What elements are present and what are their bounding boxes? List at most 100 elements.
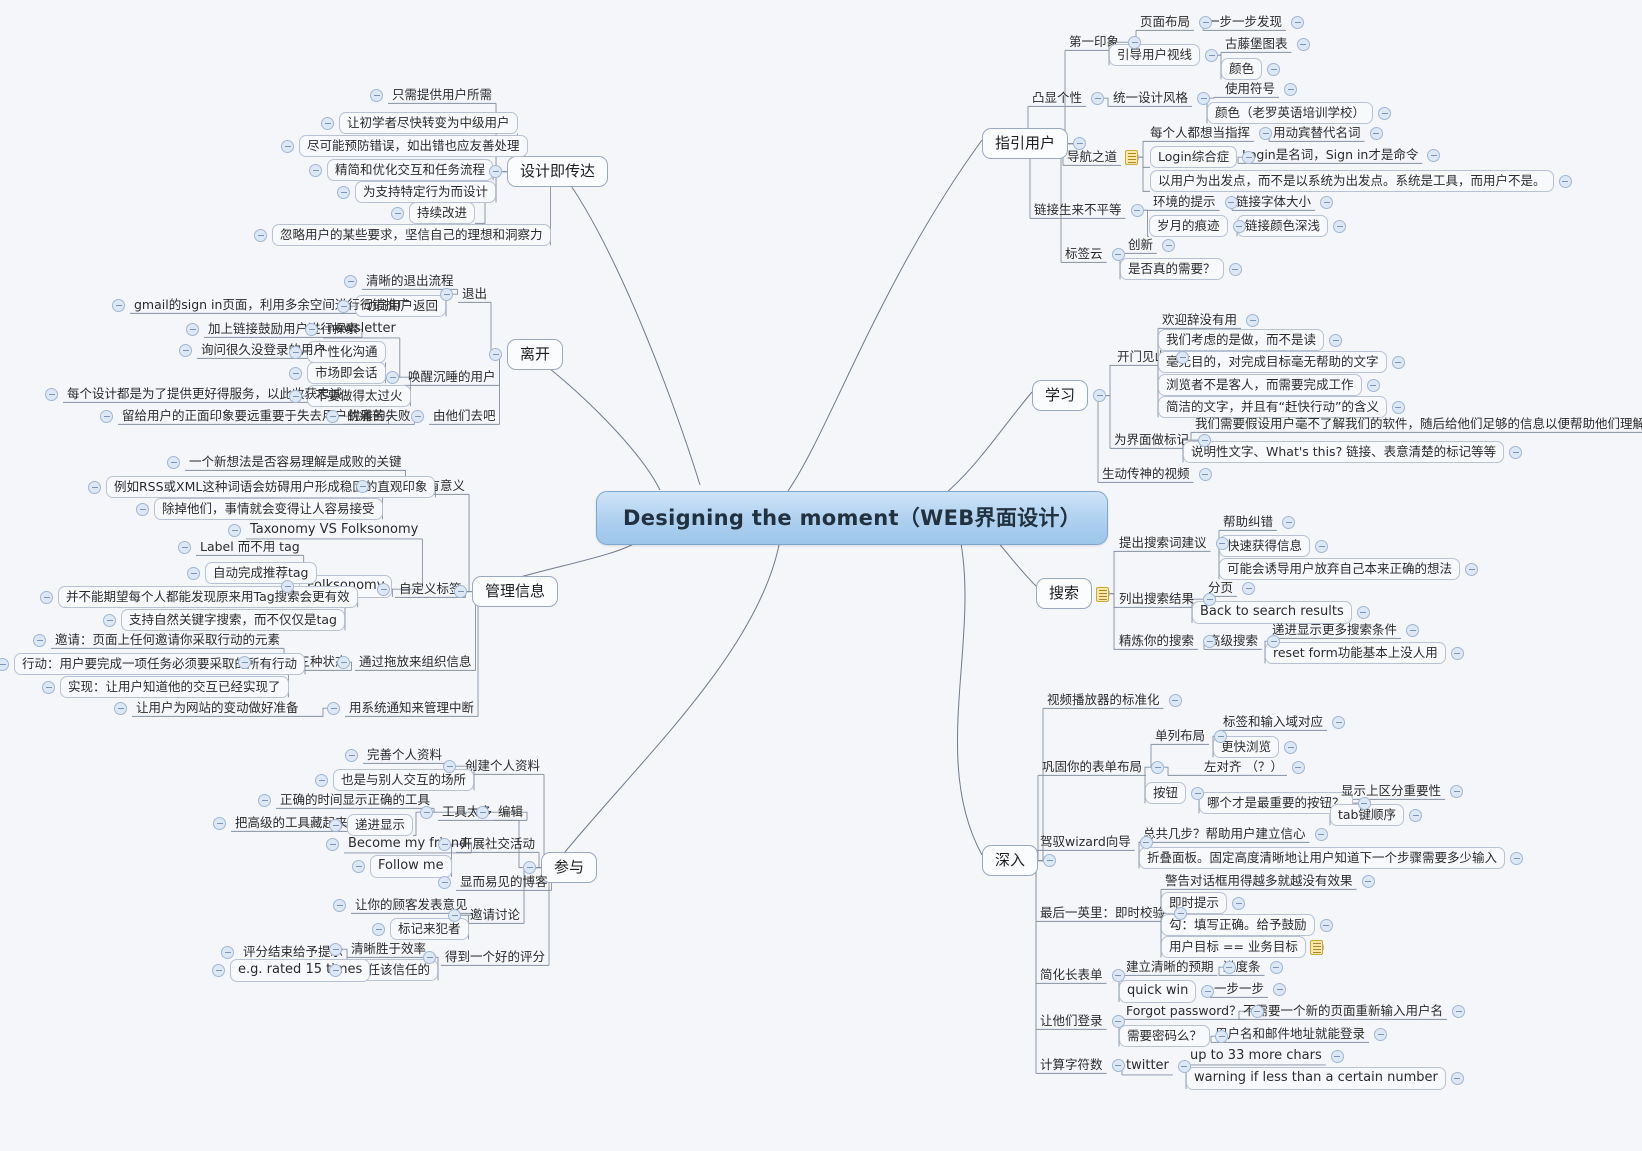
collapse-toggle-icon[interactable] [1111, 1014, 1125, 1028]
node-diyiyinxiang[interactable]: 第一印象 [1069, 34, 1120, 49]
node-zidongwanchengtuijiantag[interactable]: 自动完成推荐tag [205, 562, 317, 585]
node-biaojilaifanzhe[interactable]: 标记来犯者 [390, 918, 469, 941]
node-buxuyaoxindeyemian[interactable]: 不需要一个新的页面重新输入用户名 [1243, 1003, 1444, 1018]
node-tuxiangexing[interactable]: 凸显个性 [1032, 90, 1083, 105]
node-jianhuachangbiaodan[interactable]: 简化长表单 [1040, 967, 1103, 982]
node-rangyonghuweiwangzhan[interactable]: 让用户为网站的变动做好准备 [136, 700, 299, 715]
collapse-toggle-icon[interactable] [1284, 740, 1298, 754]
collapse-toggle-icon[interactable] [327, 701, 340, 715]
node-jiayuwizard[interactable]: 驾驭wizard向导 [1040, 834, 1131, 849]
node-pingfenjieshugeiyutishi[interactable]: 评分结束给予提示 [243, 944, 344, 959]
node-lianjieyansheshenqian[interactable]: 链接颜色深浅 [1237, 215, 1329, 238]
collapse-toggle-icon[interactable] [345, 748, 358, 762]
collapse-toggle-icon[interactable] [1201, 984, 1215, 998]
collapse-toggle-icon[interactable] [333, 898, 346, 912]
collapse-toggle-icon[interactable] [489, 165, 502, 179]
node-gengkuailiulan[interactable]: 更快浏览 [1213, 736, 1280, 759]
collapse-toggle-icon[interactable] [289, 389, 302, 403]
node-jiashanglianjie[interactable]: 加上链接鼓励用户进行探索 [208, 321, 359, 336]
collapse-toggle-icon[interactable] [281, 579, 294, 593]
collapse-toggle-icon[interactable] [254, 228, 267, 242]
node-kuaisuhuodexinxi[interactable]: 快速获得信息 [1219, 535, 1311, 558]
collapse-toggle-icon[interactable] [289, 366, 302, 380]
collapse-toggle-icon[interactable] [1162, 238, 1176, 252]
node-xianshishangqu[interactable]: 显示上区分重要性 [1341, 783, 1442, 798]
node-resetform[interactable]: reset form功能基本上没人用 [1265, 642, 1446, 665]
collapse-toggle-icon[interactable] [1191, 786, 1205, 800]
collapse-toggle-icon[interactable] [329, 963, 342, 977]
collapse-toggle-icon[interactable] [1151, 760, 1165, 774]
node-yonghumubiao[interactable]: 用户目标 == 业务目标 [1161, 936, 1306, 959]
collapse-toggle-icon[interactable] [1222, 960, 1236, 974]
collapse-toggle-icon[interactable] [344, 274, 357, 288]
collapse-toggle-icon[interactable] [186, 322, 199, 336]
collapse-toggle-icon[interactable] [315, 773, 328, 787]
node-label-er-bu-yong-tag[interactable]: Label 而不用 tag [200, 539, 300, 554]
collapse-toggle-icon[interactable] [45, 387, 58, 401]
note-memo-icon[interactable] [1125, 150, 1139, 166]
collapse-toggle-icon[interactable] [1450, 646, 1464, 660]
node-rangnidegukefabiaoyijian[interactable]: 让你的顾客发表意见 [355, 897, 468, 912]
collapse-toggle-icon[interactable] [377, 582, 390, 596]
collapse-toggle-icon[interactable] [1203, 634, 1217, 648]
collapse-toggle-icon[interactable] [1378, 106, 1392, 120]
root-node[interactable]: Designing the moment（WEB界面设计） [596, 491, 1109, 546]
collapse-toggle-icon[interactable] [1366, 378, 1380, 392]
node-zhediemianban[interactable]: 折叠面板。固定高度清晰地让用户知道下一个步骤需要多少输入 [1139, 847, 1506, 870]
collapse-toggle-icon[interactable] [1205, 48, 1219, 62]
node-yiyonghuweichufadian[interactable]: 以用户为出发点，而不是以系统为出发点。系统是工具，而用户不是。 [1150, 170, 1554, 193]
node-zidingyibiaoqian[interactable]: 自定义标签 [399, 581, 462, 596]
collapse-toggle-icon[interactable] [1329, 333, 1343, 347]
collapse-toggle-icon[interactable] [329, 942, 342, 956]
node-youyadeshibai[interactable]: 优雅的失败 [348, 408, 411, 423]
branch-zhiyinyonghu[interactable]: 指引用户 [982, 128, 1069, 160]
collapse-toggle-icon[interactable] [1291, 760, 1305, 774]
collapse-toggle-icon[interactable] [1356, 605, 1370, 619]
node-zhixutigongyonghusuoxu[interactable]: 只需提供用户所需 [392, 87, 493, 102]
collapse-toggle-icon[interactable] [112, 298, 125, 312]
collapse-toggle-icon[interactable] [1197, 91, 1211, 105]
node-chixugaijin[interactable]: 持续改进 [409, 202, 476, 225]
collapse-toggle-icon[interactable] [329, 818, 342, 832]
note-memo-icon[interactable] [1309, 940, 1323, 956]
node-zuoduiqi[interactable]: 左对齐 （？） [1204, 759, 1283, 774]
node-yanse-1[interactable]: 颜色 [1221, 58, 1263, 81]
collapse-toggle-icon[interactable] [258, 793, 271, 807]
node-kenenghuiyoudao[interactable]: 可能会诱导用户放弃自己本来正确的想法 [1219, 558, 1461, 581]
node-xianeryijiandeboke[interactable]: 显而易见的博客 [460, 874, 548, 889]
node-gonggunibiaodanbuju[interactable]: 巩固你的表单布局 [1042, 759, 1143, 774]
collapse-toggle-icon[interactable] [1450, 1071, 1464, 1085]
node-youtamenqueba[interactable]: 由他们去吧 [433, 408, 496, 423]
node-newsletter[interactable]: newsletter [327, 321, 396, 336]
node-qingxishengyuxiaolv[interactable]: 清晰胜于效率 [351, 941, 427, 956]
node-jianliqingxiyuqi[interactable]: 建立清晰的预期 [1126, 959, 1214, 974]
collapse-toggle-icon[interactable] [1391, 355, 1405, 369]
collapse-toggle-icon[interactable] [356, 479, 369, 493]
collapse-toggle-icon[interactable] [1073, 137, 1087, 151]
collapse-toggle-icon[interactable] [1232, 896, 1246, 910]
node-shipinbofangqi[interactable]: 视频播放器的标准化 [1047, 692, 1160, 707]
node-gutengbaotubiao[interactable]: 古藤堡图表 [1225, 36, 1288, 51]
collapse-toggle-icon[interactable] [1215, 536, 1229, 550]
node-weizhichitedingxingwei[interactable]: 为支持特定行为而设计 [355, 181, 497, 204]
collapse-toggle-icon[interactable] [1319, 918, 1333, 932]
node-meigerendouxiangdangzhihui[interactable]: 每个人都想当指挥 [1150, 125, 1251, 140]
collapse-toggle-icon[interactable] [352, 859, 365, 873]
collapse-toggle-icon[interactable] [438, 837, 451, 851]
collapse-toggle-icon[interactable] [1242, 581, 1256, 595]
collapse-toggle-icon[interactable] [372, 922, 385, 936]
collapse-toggle-icon[interactable] [42, 680, 55, 694]
node-jianjiedewenzi[interactable]: 简洁的文字，并且有“赶快行动”的含义 [1158, 396, 1387, 419]
collapse-toggle-icon[interactable] [100, 409, 113, 423]
node-yibuyibu[interactable]: 一步一步 [1214, 981, 1265, 996]
node-liruRSShuoXML[interactable]: 例如RSS或XML这种词语会妨碍用户形成稳固的直观印象 [106, 476, 436, 499]
node-quick-win[interactable]: quick win [1119, 980, 1197, 1003]
collapse-toggle-icon[interactable] [1198, 433, 1212, 447]
node-dedaoyigehaodepingfen[interactable]: 得到一个好的评分 [445, 949, 546, 964]
node-kaimenjianshan[interactable]: 开门见山 [1117, 349, 1168, 364]
node-biaoqianyun[interactable]: 标签云 [1065, 246, 1103, 261]
node-bingbunengqiwang[interactable]: 并不能期望每个人都能发现原来用Tag搜索会更有效 [58, 586, 358, 609]
collapse-toggle-icon[interactable] [228, 523, 241, 537]
node-huanjingdetishi[interactable]: 环境的提示 [1153, 194, 1216, 209]
node-tongguotuofang[interactable]: 通过拖放来组织信息 [359, 654, 472, 669]
